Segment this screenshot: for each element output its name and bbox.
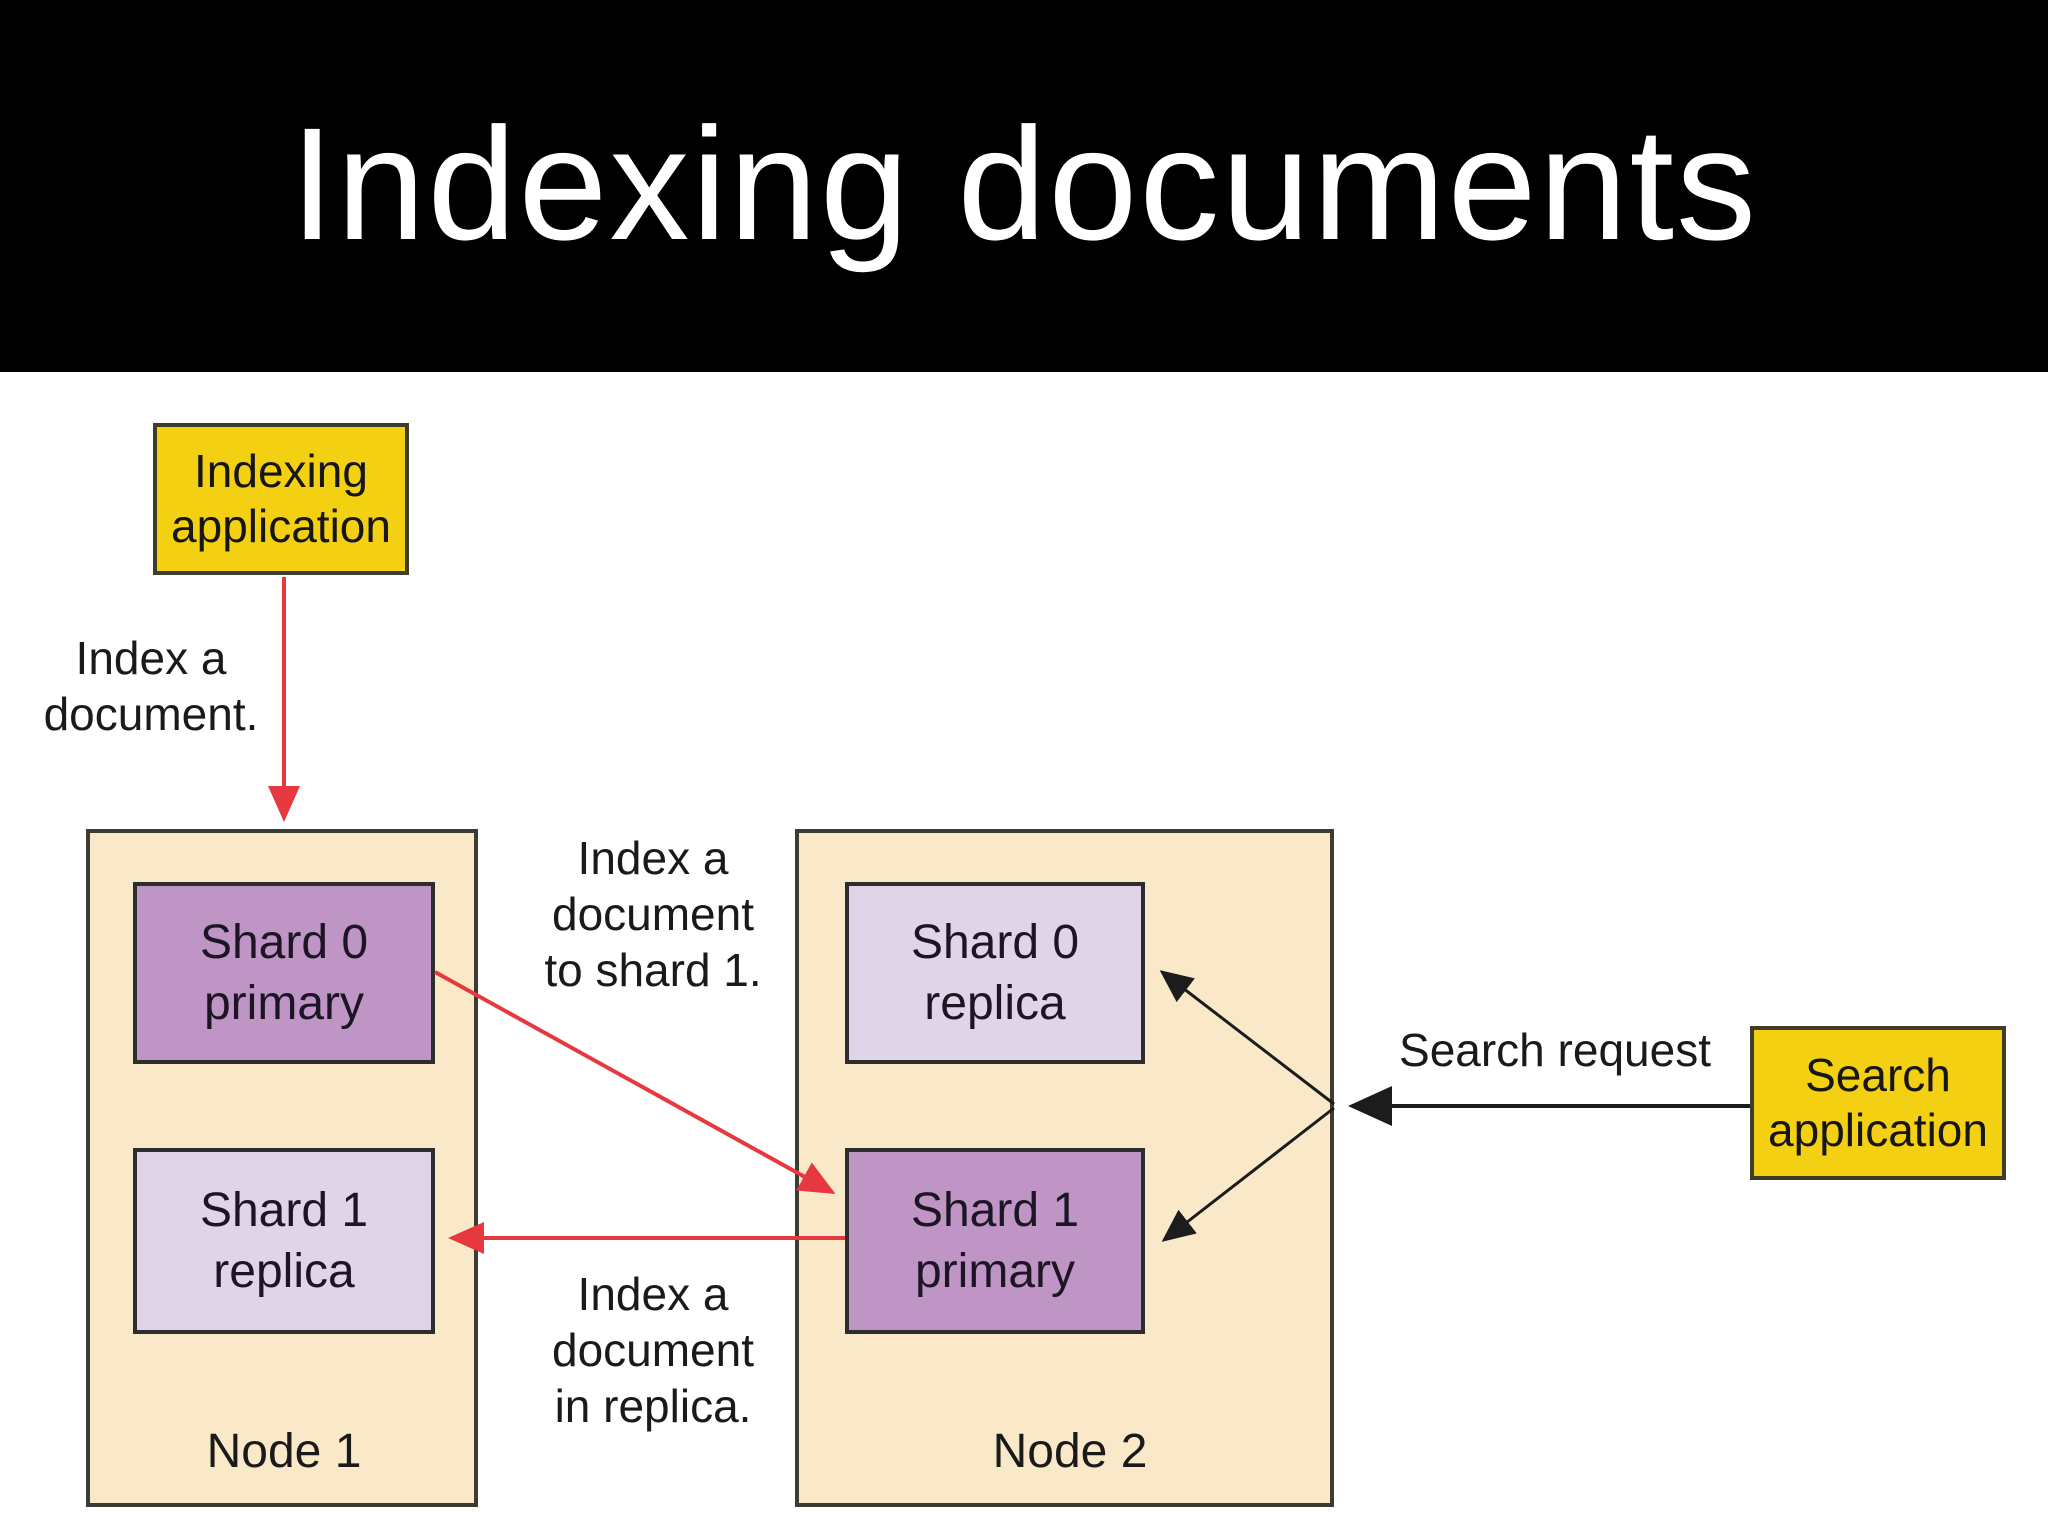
shard-0-primary-box: Shard 0 primary	[133, 882, 435, 1064]
index-to-shard1-label: Index a document to shard 1.	[544, 832, 762, 997]
shard-1-primary-label: Shard 1 primary	[910, 1183, 1080, 1298]
index-to-shard1-arrow	[434, 970, 836, 1194]
node-1-label: Node 1	[206, 1425, 362, 1478]
search-request-label: Search request	[1399, 1024, 1711, 1076]
shard-1-replica-box: Shard 1 replica	[133, 1148, 435, 1334]
slide-title: Indexing documents	[289, 94, 1759, 273]
search-application-label: Search application	[1768, 1048, 1988, 1156]
index-a-document-label: Index a document.	[43, 632, 259, 741]
shard-1-replica-label: Shard 1 replica	[199, 1183, 369, 1298]
indexing-application-label: Indexing application	[171, 444, 391, 552]
index-in-replica-label: Index a document in replica.	[551, 1268, 754, 1433]
shard-0-primary-label: Shard 0 primary	[199, 915, 369, 1030]
shard-1-primary-box: Shard 1 primary	[845, 1148, 1145, 1334]
node-2-label: Node 2	[992, 1425, 1148, 1478]
indexing-application-box: Indexing application	[153, 423, 409, 575]
shard-0-replica-label: Shard 0 replica	[910, 915, 1080, 1030]
search-application-box: Search application	[1750, 1026, 2006, 1180]
title-bar: Indexing documents	[0, 0, 2048, 372]
shard-0-replica-box: Shard 0 replica	[845, 882, 1145, 1064]
